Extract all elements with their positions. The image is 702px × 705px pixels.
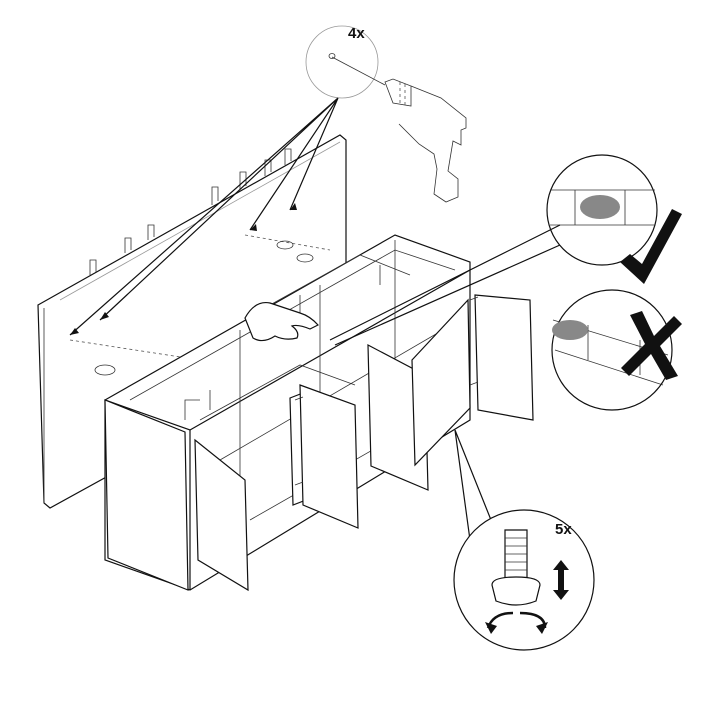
check-icon <box>620 209 682 284</box>
panel-tabs <box>89 148 292 275</box>
level-bubble <box>552 320 588 340</box>
doors <box>104 294 534 592</box>
level-correct-callout <box>329 154 682 346</box>
drill-quantity-label: 4x <box>348 25 365 42</box>
level-wrong-callout <box>551 289 682 411</box>
cross-icon <box>621 311 682 380</box>
rotate-arrows-icon <box>485 622 548 634</box>
drill-callout: 4x <box>69 25 467 336</box>
height-adjust-arrow-icon <box>553 560 569 600</box>
dowel-holes <box>69 234 331 376</box>
foot-callout: 5x <box>453 429 595 651</box>
hand-icon <box>244 301 319 342</box>
drill-detail-circle <box>305 25 379 99</box>
feet-quantity-label: 5x <box>555 521 572 538</box>
level-bubble <box>580 195 620 219</box>
